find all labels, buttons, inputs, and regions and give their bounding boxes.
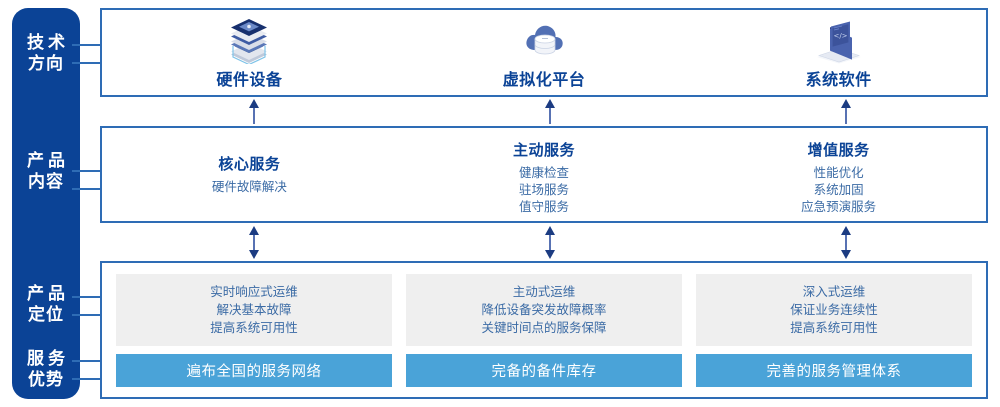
product-content-row: 核心服务 硬件故障解决 主动服务 健康检查 驻场服务 值守服务 增值服务 性能优…: [102, 128, 986, 221]
advantage-box-management-system[interactable]: 完善的服务管理体系: [696, 353, 972, 387]
tech-label-virtualization: 虚拟化平台: [502, 71, 586, 89]
tech-direction-panel: 硬件设备 虚拟化平台: [100, 8, 988, 97]
rail-label-line1: 产品: [27, 284, 69, 303]
connector-position-upper: [72, 296, 102, 298]
position-line: 保证业务连续性: [790, 302, 878, 317]
content-lines-value-added-service: 性能优化 系统加固 应急预演服务: [801, 165, 876, 216]
tech-label-hardware: 硬件设备: [216, 71, 283, 89]
tech-item-system-software[interactable]: </> 系统软件: [691, 10, 986, 95]
tech-direction-row: 硬件设备 虚拟化平台: [102, 10, 986, 95]
content-line: 驻场服务: [519, 183, 570, 197]
content-item-core-service[interactable]: 核心服务 硬件故障解决: [102, 128, 397, 221]
positioning-advantage-panel: 实时响应式运维 解决基本故障 提高系统可用性 遍布全国的服务网络 主动式运维 降…: [100, 261, 988, 399]
content-title-core-service: 核心服务: [218, 156, 281, 173]
arrow-up-system-software: [841, 99, 851, 124]
product-content-panel: 核心服务 硬件故障解决 主动服务 健康检查 驻场服务 值守服务 增值服务 性能优…: [100, 126, 988, 223]
content-line: 硬件故障解决: [211, 180, 287, 194]
rail-item-tech-direction[interactable]: 技术 方向: [12, 32, 80, 74]
content-line: 健康检查: [519, 166, 570, 180]
positioning-advantage-row: 实时响应式运维 解决基本故障 提高系统可用性 遍布全国的服务网络 主动式运维 降…: [102, 263, 986, 397]
content-line: 系统加固: [813, 183, 864, 197]
content-lines-proactive-service: 健康检查 驻场服务 值守服务: [519, 165, 569, 216]
position-line: 提高系统可用性: [210, 320, 298, 335]
tech-item-hardware[interactable]: 硬件设备: [102, 10, 397, 95]
content-item-proactive-service[interactable]: 主动服务 健康检查 驻场服务 值守服务: [397, 128, 692, 221]
rail-label-line1: 产品: [27, 151, 69, 170]
rail-label-line2: 方向: [28, 54, 64, 73]
content-line: 应急预演服务: [801, 200, 877, 214]
rail-item-product-content[interactable]: 产品 内容: [12, 150, 80, 192]
connector-advantage-upper: [72, 360, 102, 362]
connector-advantage-lower: [72, 378, 102, 380]
rail-label-line1: 服务: [27, 349, 69, 368]
position-line: 深入式运维: [802, 284, 866, 299]
content-line: 性能优化: [813, 166, 864, 180]
rail-label-line2: 定位: [28, 305, 64, 324]
tech-item-virtualization[interactable]: 虚拟化平台: [397, 10, 692, 95]
connector-position-lower: [72, 314, 102, 316]
content-line: 值守服务: [519, 200, 570, 214]
arrow-up-hardware: [249, 99, 259, 124]
server-stack-icon: [231, 18, 268, 64]
bottom-item-indepth: 深入式运维 保证业务连续性 提高系统可用性 完善的服务管理体系: [696, 273, 972, 387]
content-title-value-added-service: 增值服务: [807, 142, 870, 159]
bottom-item-proactive: 主动式运维 降低设备突发故障概率 关键时间点的服务保障 完备的备件库存: [406, 273, 682, 387]
position-line: 实时响应式运维: [210, 284, 298, 299]
position-line: 降低设备突发故障概率: [481, 302, 607, 317]
position-box-indepth[interactable]: 深入式运维 保证业务连续性 提高系统可用性: [696, 273, 972, 346]
connector-content-upper: [72, 170, 102, 172]
position-line: 关键时间点的服务保障: [481, 320, 607, 335]
rail-label-line2: 优势: [28, 370, 64, 389]
arrow-double-proactive-service: [545, 226, 555, 259]
connector-content-lower: [72, 188, 102, 190]
arrow-double-value-added-service: [841, 226, 851, 259]
connector-tech-lower: [72, 62, 102, 64]
position-line: 提高系统可用性: [790, 320, 878, 335]
rail-label-line2: 内容: [28, 172, 64, 191]
content-item-value-added-service[interactable]: 增值服务 性能优化 系统加固 应急预演服务: [691, 128, 986, 221]
laptop-code-icon: </>: [816, 21, 861, 63]
rail-item-product-position[interactable]: 产品 定位: [12, 283, 80, 325]
svg-text:</>: </>: [833, 32, 847, 40]
connector-tech-upper: [72, 44, 102, 46]
position-box-realtime[interactable]: 实时响应式运维 解决基本故障 提高系统可用性: [116, 273, 392, 346]
content-lines-core-service: 硬件故障解决: [212, 179, 287, 196]
advantage-box-service-network[interactable]: 遍布全国的服务网络: [116, 353, 392, 387]
advantage-box-spare-parts[interactable]: 完备的备件库存: [406, 353, 682, 387]
arrow-double-core-service: [249, 226, 259, 259]
rail-item-service-advantage[interactable]: 服务 优势: [12, 348, 80, 390]
position-line: 解决基本故障: [216, 302, 292, 317]
cloud-database-icon: [526, 25, 563, 54]
arrow-up-virtualization: [545, 99, 555, 124]
tech-label-system-software: 系统软件: [805, 71, 872, 89]
left-rail: 技术 方向 产品 内容 产品 定位 服务 优势: [12, 8, 80, 399]
position-line: 主动式运维: [512, 284, 576, 299]
rail-label-line1: 技术: [27, 33, 69, 52]
position-box-proactive[interactable]: 主动式运维 降低设备突发故障概率 关键时间点的服务保障: [406, 273, 682, 346]
bottom-item-realtime: 实时响应式运维 解决基本故障 提高系统可用性 遍布全国的服务网络: [116, 273, 392, 387]
content-title-proactive-service: 主动服务: [513, 142, 576, 159]
